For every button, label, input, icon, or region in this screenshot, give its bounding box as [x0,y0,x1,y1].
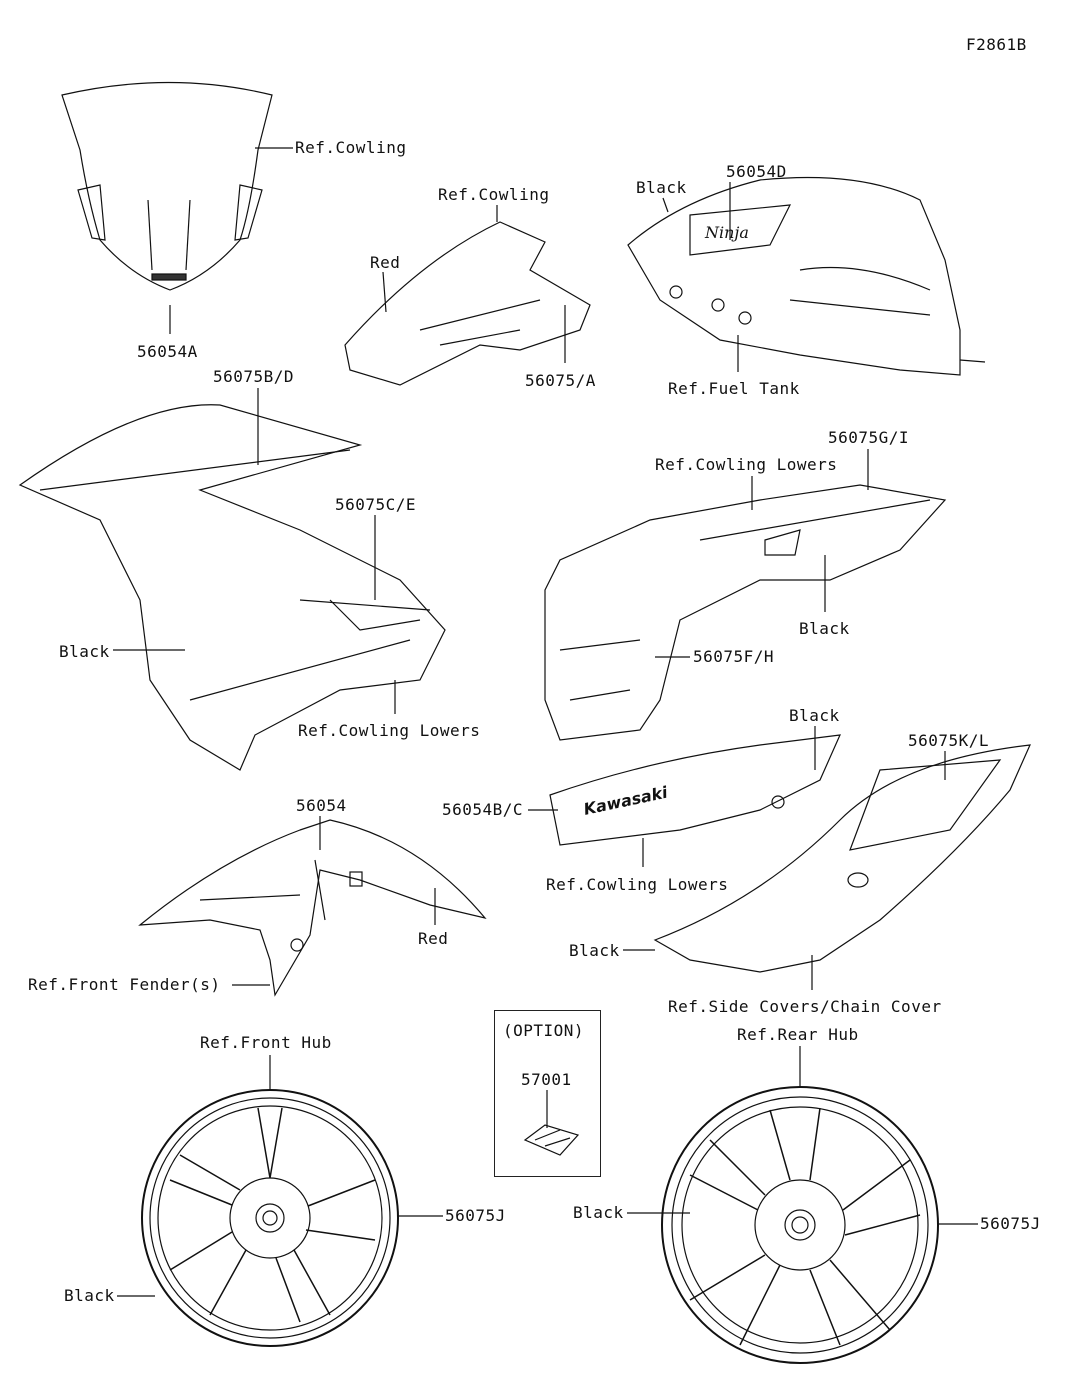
windscreen-part [61,81,273,291]
ninja-logo-text: Ninja [704,223,749,242]
lower-cowl-part: Kawasaki [549,734,841,846]
label-ref-cowling-lowers: Ref.Cowling Lowers [298,721,481,740]
kawasaki-logo-text: Kawasaki [582,783,670,819]
label-56075j: 56075J [980,1214,1041,1233]
front-wheel-part [141,1089,399,1347]
label-red: Red [370,253,401,272]
clip-part [523,1124,580,1156]
label-ref-fuel-tank: Ref.Fuel Tank [668,379,800,398]
label-56054d: 56054D [726,162,787,181]
label-red: Red [418,929,449,948]
label-ref-side-covers: Ref.Side Covers/Chain Cover [668,997,942,1016]
label-ref-rear-hub: Ref.Rear Hub [737,1025,859,1044]
label-ref-front-hub: Ref.Front Hub [200,1033,332,1052]
label-black: Black [789,706,840,725]
side-cover-part [653,744,1031,973]
label-ref-cowling-lowers: Ref.Cowling Lowers [655,455,838,474]
rear-wheel-part [661,1086,939,1364]
label-ref-cowling: Ref.Cowling [295,138,407,157]
label-56075ce: 56075C/E [335,495,417,514]
label-56054: 56054 [296,796,347,815]
label-56075a: 56075/A [525,371,596,390]
label-56054a: 56054A [137,342,198,361]
fuel-tank-part: Ninja [627,176,986,376]
label-56075kl: 56075K/L [908,731,990,750]
label-56075j: 56075J [445,1206,506,1225]
upper-cowl-part [344,221,591,386]
right-cowl-part [544,484,947,741]
label-56054bc: 56054B/C [442,800,524,819]
label-black: Black [59,642,110,661]
left-cowl-part [18,404,446,771]
label-56075gi: 56075G/I [828,428,910,447]
label-56075bd: 56075B/D [213,367,295,386]
label-black: Black [573,1203,624,1222]
label-black: Black [636,178,687,197]
front-fender-part [138,819,487,997]
option-box [494,1010,601,1177]
label-option: (OPTION) [503,1021,585,1040]
label-57001: 57001 [521,1070,572,1089]
label-black: Black [799,619,850,638]
label-black: Black [64,1286,115,1305]
label-ref-cowling-lowers: Ref.Cowling Lowers [546,875,729,894]
label-ref-front-fender: Ref.Front Fender(s) [28,975,221,994]
label-56075fh: 56075F/H [693,647,775,666]
label-ref-cowling: Ref.Cowling [438,185,550,204]
label-black: Black [569,941,620,960]
figure-code: F2861B [966,35,1027,54]
leader-lines [113,147,978,1297]
